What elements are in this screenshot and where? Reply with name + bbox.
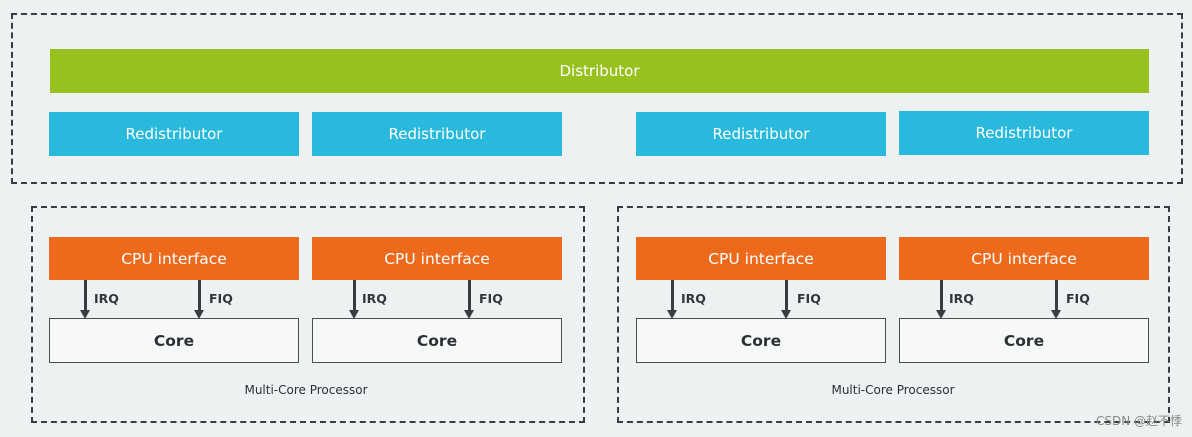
core-block: Core [636,318,886,363]
core-block: Core [49,318,299,363]
core-label: Core [416,331,458,350]
core-block: Core [899,318,1149,363]
core-label: Core [153,331,195,350]
cpu-interface-block: CPU interface [49,237,299,280]
fiq-label: FIQ [209,291,233,306]
fiq-label: FIQ [797,291,821,306]
cpu-interface-label: CPU interface [121,249,227,268]
redistributor-block-1: Redistributor [49,112,299,156]
redistributor-block-3: Redistributor [636,112,886,156]
redistributor-label: Redistributor [975,124,1073,142]
fiq-label: FIQ [479,291,503,306]
distributor-block: Distributor [50,49,1149,93]
cpu-interface-block: CPU interface [636,237,886,280]
watermark-text: CSDN @赵不悸 [1095,414,1182,428]
cpu-interface-label: CPU interface [708,249,814,268]
cpu-interface-block: CPU interface [312,237,562,280]
irq-label: IRQ [681,291,706,306]
irq-label: IRQ [94,291,119,306]
cpu-interface-label: CPU interface [384,249,490,268]
cpu-interface-label: CPU interface [971,249,1077,268]
redistributor-block-2: Redistributor [312,112,562,156]
redistributor-block-4: Redistributor [899,111,1149,155]
irq-label: IRQ [362,291,387,306]
gic-container [11,13,1183,184]
fiq-label: FIQ [1066,291,1090,306]
multi-core-processor-1 [31,206,585,423]
distributor-label: Distributor [559,62,640,80]
redistributor-label: Redistributor [388,125,486,143]
processor-label: Multi-Core Processor [244,383,368,397]
core-label: Core [740,331,782,350]
core-label: Core [1003,331,1045,350]
redistributor-label: Redistributor [125,125,223,143]
processor-label: Multi-Core Processor [831,383,955,397]
redistributor-label: Redistributor [712,125,810,143]
irq-label: IRQ [949,291,974,306]
core-block: Core [312,318,562,363]
multi-core-processor-2 [617,206,1170,423]
cpu-interface-block: CPU interface [899,237,1149,280]
